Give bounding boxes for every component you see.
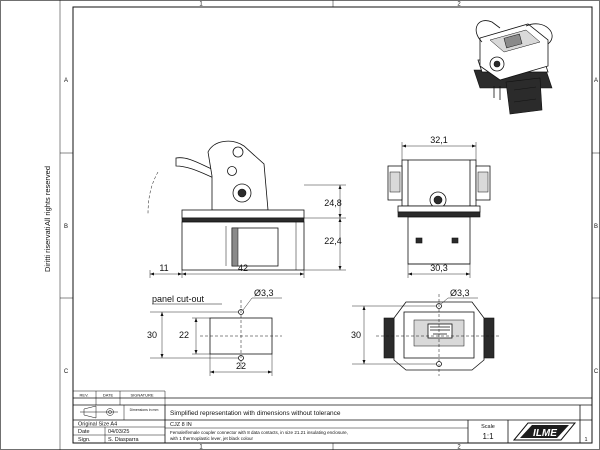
row-label-c-right: C xyxy=(594,369,599,375)
zone-labels: 1 2 1 2 A B C A B C xyxy=(64,2,599,450)
row-label-a: A xyxy=(64,78,68,84)
dim-cutout-width: 22 xyxy=(236,361,246,371)
front-view xyxy=(147,140,305,271)
dim-bottom-height: 30 xyxy=(351,330,361,340)
rights-notice: Diritti riservati All rights reserved xyxy=(43,166,52,272)
description-detail-1: Female/female coupler connector with 8 d… xyxy=(170,430,348,435)
panel-cutout-view: panel cut-out xyxy=(152,294,282,368)
isometric-view xyxy=(473,20,553,115)
dimensions-unit-label: Dimensions in mm xyxy=(130,408,159,412)
part-code: CJZ 8 IN xyxy=(170,422,192,428)
dim-side-bottom-width: 30,3 xyxy=(430,263,448,273)
dim-cutout-hole: Ø3,3 xyxy=(254,288,274,298)
panel-cutout-label: panel cut-out xyxy=(152,294,205,304)
rights-text-it: Diritti riservati xyxy=(43,226,52,272)
dim-body-height: 22,4 xyxy=(324,236,342,246)
sign-value: S. Diasparra xyxy=(108,437,140,443)
side-dimension-labels: 32,1 30,3 xyxy=(430,135,448,273)
date-label: Date xyxy=(78,429,90,435)
original-size-label: Original Size A4 xyxy=(78,422,117,428)
date-header: DATE xyxy=(103,393,114,398)
description-detail-2: with 1 thermoplastic lever, jet black co… xyxy=(170,436,254,441)
column-label-1-bottom: 1 xyxy=(199,445,203,450)
rev-header: REV. xyxy=(80,393,89,398)
date-value: 04/03/25 xyxy=(108,429,129,435)
scale-label: Scale xyxy=(481,424,495,430)
front-dimension-labels: 11 42 24,8 22,4 xyxy=(159,198,341,273)
description-main: Simplified representation with dimension… xyxy=(170,410,341,417)
title-block-text: REV. DATE SIGNATURE Dimensions in mm Sim… xyxy=(78,393,588,444)
side-view xyxy=(387,159,491,265)
bottom-dimensions xyxy=(352,297,478,365)
dim-cutout-height-inner: 22 xyxy=(179,330,189,340)
logo-text: ILME xyxy=(533,428,557,439)
row-label-a-right: A xyxy=(594,78,598,84)
side-dimensions xyxy=(401,142,477,278)
column-label-2-bottom: 2 xyxy=(457,445,461,450)
cutout-dimensions xyxy=(150,297,282,376)
dim-bottom-hole: Ø3,3 xyxy=(450,288,470,298)
sheet-number: 1 xyxy=(584,437,587,443)
sign-label: Sign. xyxy=(78,437,91,443)
bottom-view xyxy=(376,294,500,376)
scale-value: 1:1 xyxy=(482,432,494,441)
dim-lever-height: 24,8 xyxy=(324,198,342,208)
row-label-c: C xyxy=(64,369,69,375)
dim-front-width: 42 xyxy=(238,263,248,273)
bottom-dimension-labels: Ø3,3 30 xyxy=(351,288,470,340)
row-label-b: B xyxy=(64,224,68,230)
rights-text-en: All rights reserved xyxy=(43,166,52,226)
front-dimensions xyxy=(149,184,346,278)
dim-front-offset: 11 xyxy=(159,263,168,273)
signature-header: SIGNATURE xyxy=(130,393,153,398)
cutout-dimension-labels: Ø3,3 30 22 22 xyxy=(147,288,274,371)
dim-cutout-height-outer: 30 xyxy=(147,330,157,340)
column-label-2: 2 xyxy=(457,2,461,8)
row-label-b-right: B xyxy=(594,224,598,230)
ilme-logo: ILME xyxy=(512,422,577,441)
column-label-1: 1 xyxy=(199,2,203,8)
dim-side-top-width: 32,1 xyxy=(430,135,448,145)
title-block xyxy=(72,390,592,443)
